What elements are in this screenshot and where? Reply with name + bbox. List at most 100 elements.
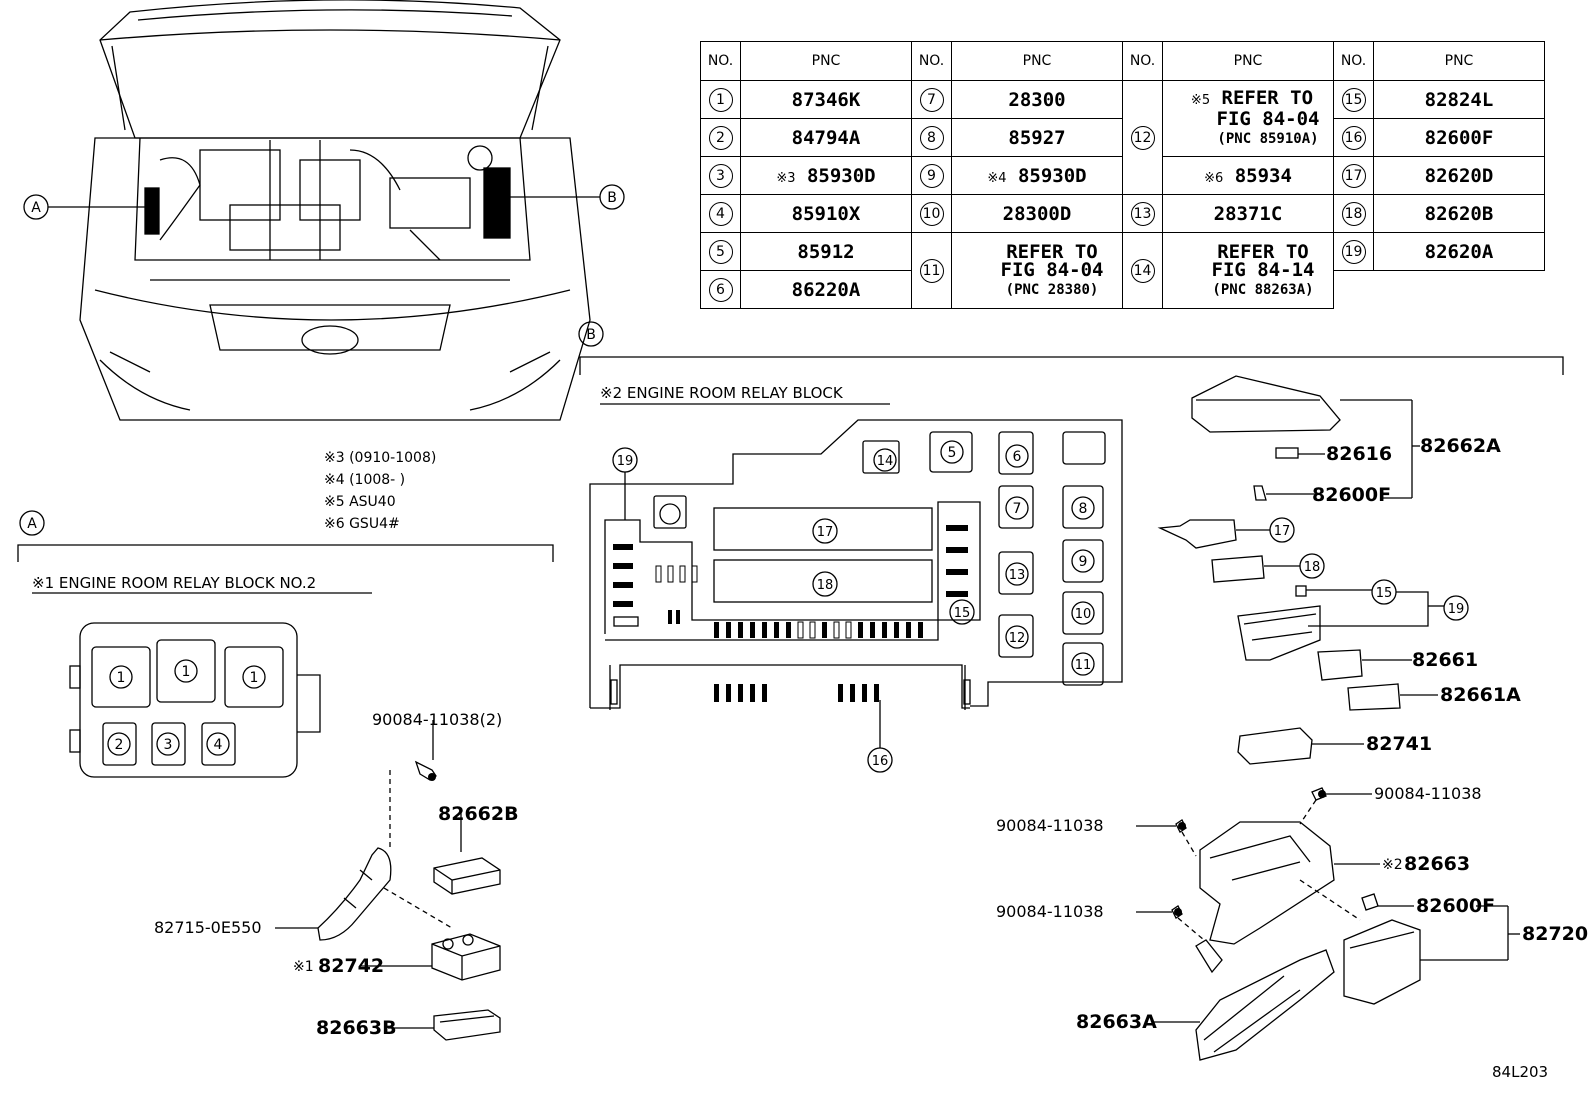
part-82663b: 82663B	[316, 1017, 397, 1039]
part-block-mark-a: ※1	[293, 959, 314, 975]
slot-6	[998, 431, 1034, 475]
table-cell-no: 9	[911, 156, 952, 195]
section-b-frame	[579, 356, 1564, 375]
slot-1a	[91, 646, 151, 708]
slot-label: 6	[1013, 449, 1022, 465]
slot-4	[201, 722, 236, 766]
slot-7	[998, 485, 1034, 529]
part-bolt-b1: 90084-11038	[1374, 784, 1482, 803]
part-bolt-b3: 90084-11038	[996, 902, 1104, 921]
pnc-table: NO. PNC NO. PNC NO. PNC NO. PNC 1 87346K…	[700, 41, 1545, 309]
section-b-marker-label: B	[586, 327, 596, 343]
table-cell-no: 17	[1333, 156, 1374, 195]
table-cell-pnc: 86220A	[740, 270, 912, 309]
figure-id: 84L203	[1492, 1063, 1548, 1081]
part-82720: 82720	[1522, 923, 1588, 945]
slot-1b	[156, 639, 216, 703]
slot-8	[1062, 485, 1104, 529]
slot-label: 19	[617, 454, 634, 469]
slot-label: 14	[877, 454, 894, 469]
slot-blank	[1062, 431, 1106, 465]
callout-a	[23, 194, 49, 220]
relay-block-no2	[69, 622, 321, 778]
col-header-pnc: PNC	[740, 41, 912, 81]
slot-10	[1062, 591, 1104, 635]
section-b-parts	[1136, 375, 1520, 1061]
part-block-mark-b: ※2	[1382, 857, 1403, 873]
part-82616: 82616	[1326, 443, 1392, 465]
part-82600f-top: 82600F	[1312, 484, 1391, 506]
section-a-marker-label: A	[27, 516, 37, 532]
callout-19: 19	[1448, 602, 1465, 617]
terminal-marks	[428, 525, 1326, 916]
slot-label: 17	[817, 525, 834, 540]
slot-label: 18	[817, 578, 834, 593]
slot-13	[998, 551, 1034, 595]
col-header-pnc: PNC	[951, 41, 1123, 81]
car-front-illustration	[48, 0, 600, 421]
slot-label: 8	[1079, 501, 1088, 517]
table-cell-no: 14	[1122, 232, 1163, 309]
callout-b	[599, 184, 625, 210]
table-cell-ref: REFER TO FIG 84-14 (PNC 88263A)	[1162, 232, 1334, 309]
table-cell-ref: ※5 REFER TO FIG 84-04 (PNC 85910A)	[1162, 80, 1334, 157]
callout-b-label: B	[607, 190, 617, 206]
slot-label: 9	[1079, 554, 1088, 570]
part-82661a: 82661A	[1440, 684, 1521, 706]
relay-block-main	[589, 419, 1123, 773]
part-82600f-low: 82600F	[1416, 895, 1495, 917]
slot-label: 3	[164, 737, 173, 753]
slot-label: 13	[1009, 568, 1026, 583]
note-6: ※6 GSU4#	[324, 516, 400, 532]
section-a-frame	[17, 544, 554, 562]
table-cell-pnc: 82600F	[1373, 118, 1545, 157]
table-cell-pnc: 28371C	[1162, 194, 1334, 233]
table-cell-pnc: 85910X	[740, 194, 912, 233]
part-bolt-a: 90084-11038(2)	[372, 710, 502, 729]
slot-label: 1	[182, 664, 191, 680]
slot-label: 11	[1075, 658, 1092, 673]
slot-label: 1	[117, 670, 126, 686]
slot-2	[102, 722, 137, 766]
table-cell-pnc: 84794A	[740, 118, 912, 157]
table-cell-ref: REFER TO FIG 84-04 (PNC 28380)	[951, 232, 1123, 309]
part-82662b: 82662B	[438, 803, 519, 825]
slot-5	[929, 431, 973, 473]
table-cell-pnc: 28300	[951, 80, 1123, 119]
part-82662a: 82662A	[1420, 435, 1501, 457]
slot-18	[713, 559, 933, 603]
table-cell-pnc: 87346K	[740, 80, 912, 119]
slot-12	[998, 614, 1034, 658]
note-5: ※5 ASU40	[324, 494, 396, 510]
slot-1c	[224, 646, 284, 708]
slot-label: 1	[250, 670, 259, 686]
col-header-no: NO.	[1333, 41, 1374, 81]
part-82742: 82742	[318, 955, 384, 977]
table-cell-no: 16	[1333, 118, 1374, 157]
note-4: ※4 (1008- )	[324, 472, 405, 488]
col-header-no: NO.	[700, 41, 741, 81]
table-cell-pnc: 82824L	[1373, 80, 1545, 119]
section-b-marker	[578, 321, 604, 347]
table-cell-no: 15	[1333, 80, 1374, 119]
table-cell-no: 10	[911, 194, 952, 233]
callout-a-label: A	[31, 200, 41, 216]
slot-label: 5	[948, 445, 957, 461]
col-header-pnc: PNC	[1373, 41, 1545, 81]
part-82663a: 82663A	[1076, 1011, 1157, 1033]
section-b-title: ※2 ENGINE ROOM RELAY BLOCK	[600, 384, 844, 402]
part-82663: 82663	[1404, 853, 1470, 875]
note-3: ※3 (0910-1008)	[324, 450, 436, 466]
part-bolt-b2: 90084-11038	[996, 816, 1104, 835]
table-cell-no: 1	[700, 80, 741, 119]
table-cell-no: 19	[1333, 232, 1374, 271]
slot-label: 7	[1013, 501, 1022, 517]
slot-label: 10	[1075, 607, 1092, 622]
part-82715-0e550: 82715-0E550	[154, 918, 262, 937]
slot-14	[862, 440, 900, 474]
slot-label: 12	[1009, 631, 1026, 646]
slot-11	[1062, 642, 1104, 686]
part-82741: 82741	[1366, 733, 1432, 755]
